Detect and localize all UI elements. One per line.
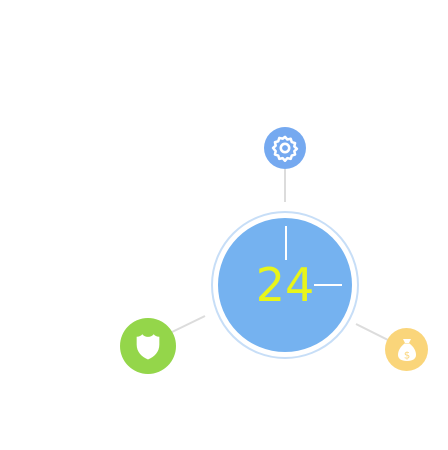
clock-hand-hour <box>314 284 342 286</box>
settings-node[interactable] <box>264 127 306 169</box>
connector-money <box>355 323 389 341</box>
shield-node[interactable] <box>120 318 176 374</box>
clock-hand-minute <box>285 226 287 260</box>
gear-icon <box>271 135 299 162</box>
money-bag-icon: $ <box>397 338 416 361</box>
connector-shield <box>171 315 206 333</box>
shield-icon <box>136 334 160 360</box>
svg-text:$: $ <box>403 350 409 361</box>
money-bag-node[interactable]: $ <box>385 328 428 371</box>
hub-value: 24 <box>255 258 315 312</box>
